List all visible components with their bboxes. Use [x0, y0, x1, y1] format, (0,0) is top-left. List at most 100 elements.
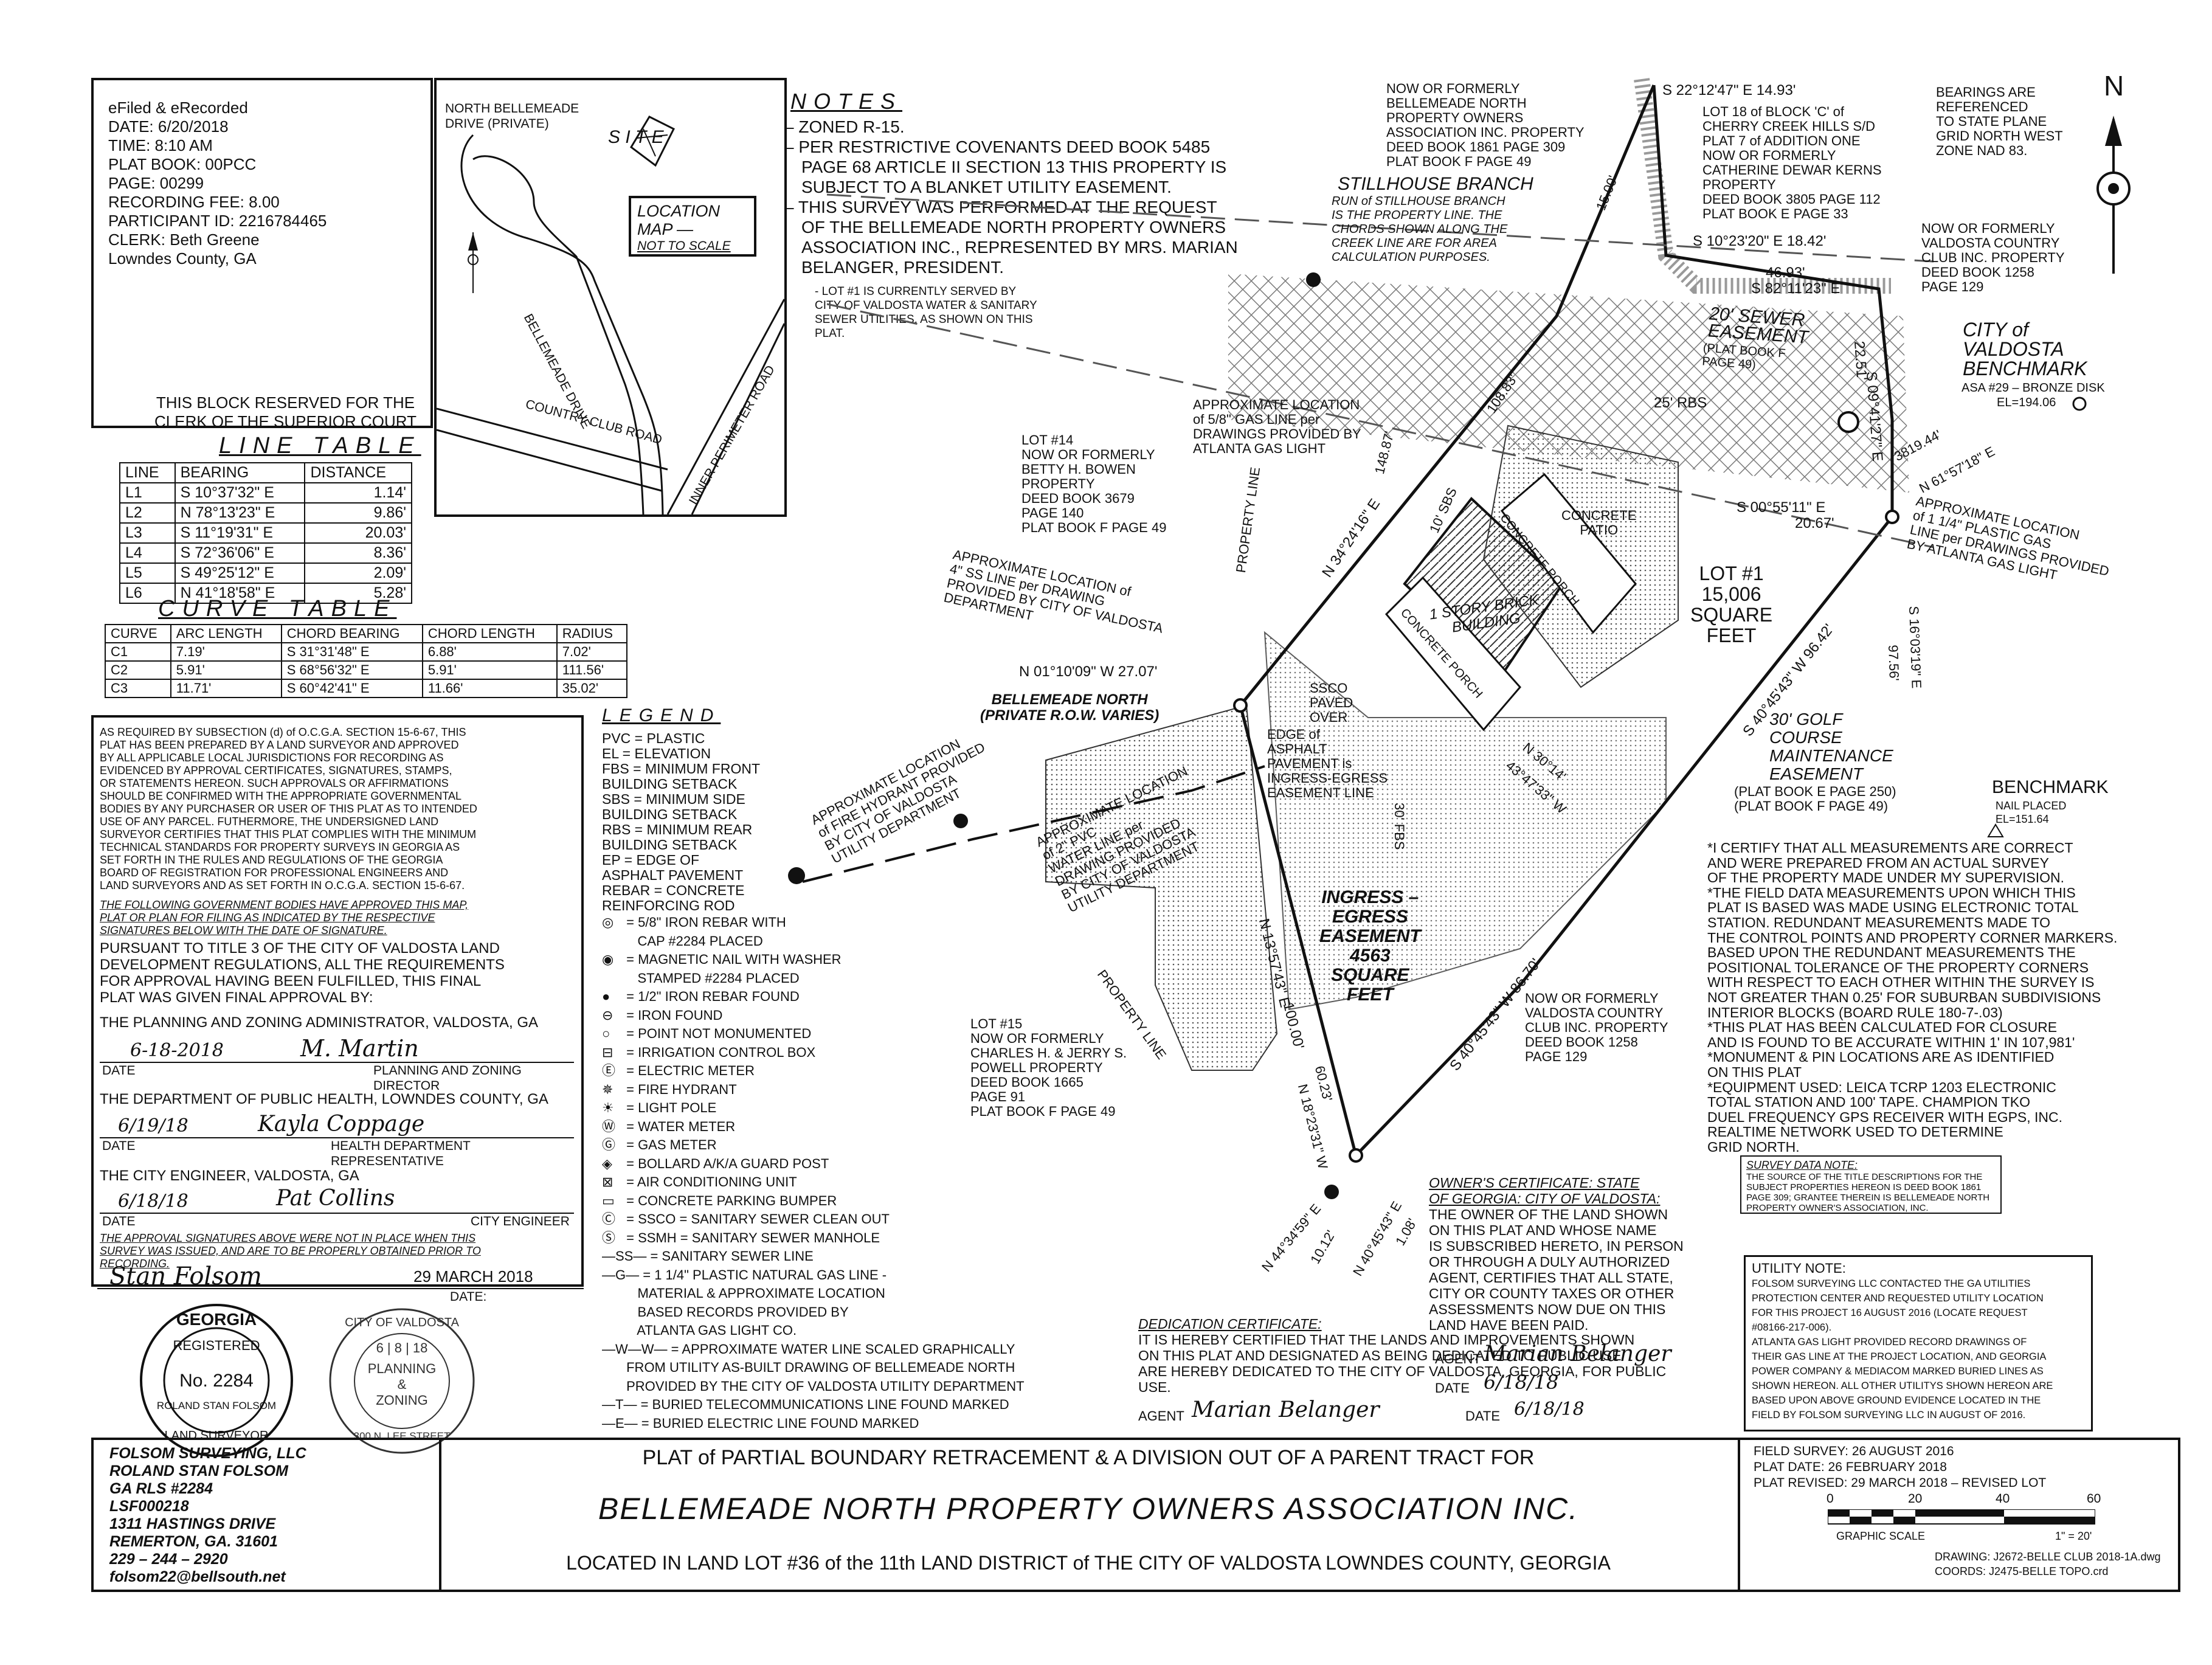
bodies-line: THE FOLLOWING GOVERNMENT BODIES HAVE APP… — [100, 899, 469, 911]
iron-found-marker — [1233, 698, 1248, 713]
legend-symbol-row: ✵ = FIRE HYDRANT — [602, 1081, 1025, 1099]
legend-symbol-row: Ⓦ = WATER METER — [602, 1118, 1025, 1137]
statement-line: LAND SURVEYORS AND AS SET FORTH IN O.C.G… — [100, 879, 465, 891]
legend-symbol-text: = SANITARY SEWER LINE — [646, 1248, 814, 1264]
signature-line — [100, 1062, 574, 1063]
legend-symbol-text: PROVIDED BY THE CITY OF VALDOSTA UTILITY… — [623, 1378, 1025, 1394]
text-line: REFERENCED — [1936, 99, 2028, 114]
survey-statement: AS REQUIRED BY SUBSECTION (d) of O.C.G.A… — [100, 726, 477, 892]
statement-line: EVIDENCED BY APPROVAL CERTIFICATES, SIGN… — [100, 764, 452, 777]
table-cell: 2.09' — [304, 562, 412, 584]
text-line: ATLANTA GAS LIGHT — [1193, 441, 1326, 456]
recording-line: eFiled & eRecorded — [108, 99, 248, 117]
legend-symbol-row: MATERIAL & APPROXIMATE LOCATION — [602, 1284, 1025, 1303]
text-line: APPROXIMATE LOCATION — [1193, 397, 1360, 412]
health-title: HEALTH DEPARTMENT REPRESENTATIVE — [331, 1139, 471, 1168]
legend-symbol-icon: Ⓖ — [602, 1137, 616, 1152]
utility-line: SHOWN HEREON. ALL OTHER UTILITYS SHOWN H… — [1752, 1380, 2053, 1391]
table-cell: C3 — [105, 679, 171, 698]
benchmark-el: EL=194.06 — [1997, 396, 2056, 409]
certify-line: STATION. REDUNDANT MEASUREMENTS MADE TO — [1707, 914, 2050, 930]
legend-symbol-row: ◈ = BOLLARD A/K/A GUARD POST — [602, 1155, 1025, 1174]
gas-line — [826, 303, 1934, 549]
legend-symbol-row: —W—W— = APPROXIMATE WATER LINE SCALED GR… — [602, 1340, 1025, 1359]
owner-date-label: DATE — [1435, 1380, 1470, 1396]
legend-symbol-row: ⊠ = AIR CONDITIONING UNIT — [602, 1173, 1025, 1192]
legend-symbol-row: CAP #2284 PLACED — [602, 932, 1025, 951]
utility-line: FOR THIS PROJECT 16 AUGUST 2016 (LOCATE … — [1752, 1307, 2028, 1318]
owner-line: LAND HAVE BEEN PAID. — [1429, 1317, 1589, 1333]
note-line: SUBJECT TO A BLANKET UTILITY EASEMENT. — [801, 178, 1172, 196]
text-line: PROPERTY — [1021, 476, 1095, 491]
text-line: NOW OR FORMERLY — [1021, 447, 1155, 462]
text-line: LOT #15 — [970, 1016, 1023, 1031]
seal-graphic — [329, 1308, 475, 1454]
table-cell: C2 — [105, 660, 171, 680]
dedication-line: IT IS HEREBY CERTIFIED THAT THE LANDS AN… — [1138, 1332, 1635, 1348]
table-cell: S 60°42'41" E — [280, 679, 423, 698]
certify-line: AND IS FOUND TO BE ACCURATE WITHIN 1' IN… — [1707, 1034, 2075, 1050]
pursuant-statement: PURSUANT TO TITLE 3 OF THE CITY OF VALDO… — [100, 940, 505, 1006]
planning-signature: M. Martin — [300, 1035, 419, 1062]
legend-symbol-icon: ✵ — [602, 1081, 613, 1097]
health-signature: Kayla Coppage — [258, 1112, 425, 1137]
recording-line: TIME: 8:10 AM — [108, 136, 213, 154]
not-in-place-note: THE APPROVAL SIGNATURES ABOVE WERE NOT I… — [100, 1232, 481, 1270]
recording-line: RECORDING FEE: 8.00 — [108, 193, 280, 211]
title-line-1: PLAT of PARTIAL BOUNDARY RETRACEMENT & A… — [642, 1446, 1535, 1469]
owner-line: AGENT, CERTIFIES THAT ALL STATE, — [1429, 1270, 1673, 1286]
text-line: (PLAT BOOK E PAGE 250) — [1734, 784, 1896, 799]
legend-symbol-row: ⊖ = IRON FOUND — [602, 1006, 1025, 1025]
legend-symbol-icon: ◉ — [602, 952, 614, 967]
surveyor-date: 29 MARCH 2018 — [413, 1267, 533, 1286]
text-line: ASPHALT — [1267, 741, 1327, 756]
location-map-title: LOCATION MAP — — [637, 202, 748, 238]
utility-line: THEIR GAS LINE AT THE PROJECT LOCATION, … — [1752, 1351, 2047, 1362]
legend-symbol-text: = BURIED ELECTRIC LINE FOUND MARKED — [637, 1415, 919, 1431]
plat-date: PLAT DATE: 26 FEBRUARY 2018 — [1754, 1460, 1947, 1474]
certify-line: PLAT IS BASED WAS MADE USING ELECTRONIC … — [1707, 899, 2079, 916]
legend-symbol-icon: —SS— — [602, 1248, 647, 1264]
title-line-3: LOCATED IN LAND LOT #36 of the 11th LAND… — [566, 1552, 1611, 1574]
text-line: DEED BOOK 1861 PAGE 309 — [1386, 139, 1566, 154]
certify-line: ON THIS PLAT — [1707, 1064, 1802, 1080]
text-line: PAGE 140 — [1021, 505, 1084, 521]
text-line: VALDOSTA COUNTRY — [1525, 1005, 1664, 1020]
text-line: SSCO — [1310, 680, 1348, 696]
map-label-line: NORTH BELLEMEADE — [445, 102, 579, 116]
bearing-n0110: N 01°10'09" W 27.07' — [1019, 663, 1158, 680]
certify-line: DUEL FREQUENCY GPS RECEIVER WITH EGPS, I… — [1707, 1109, 2063, 1125]
legend-symbol-row: ☀ = LIGHT POLE — [602, 1099, 1025, 1118]
column-header: RADIUS — [556, 624, 628, 643]
text-line: SQUARE — [1331, 965, 1409, 985]
pursuant-line: PURSUANT TO TITLE 3 OF THE CITY OF VALDO… — [100, 940, 500, 957]
legend-symbol-row: ○ = POINT NOT MONUMENTED — [602, 1025, 1025, 1044]
text-line: CHORDS SHOWN ALONG THE — [1332, 223, 1508, 236]
utility-line: #08166-217-006). — [1752, 1322, 1832, 1333]
owner-line: OR THROUGH A DULY AUTHORIZED — [1429, 1254, 1670, 1270]
signature-line — [100, 1137, 574, 1138]
text-line: CITY of — [1963, 319, 2028, 341]
location-map-title-box: LOCATION MAP — NOT TO SCALE — [629, 196, 756, 257]
date-label: DATE — [102, 1064, 136, 1078]
signature-line — [100, 1213, 574, 1214]
owner-cert-title: OWNER'S CERTIFICATE: STATE — [1429, 1175, 1640, 1191]
not-to-scale: NOT TO SCALE — [637, 239, 731, 253]
survey-line: SUBJECT PROPERTIES HEREON IS DEED BOOK 1… — [1746, 1182, 1982, 1192]
surveyor-date-label: DATE: — [450, 1290, 487, 1304]
recording-line: PAGE: 00299 — [108, 174, 204, 192]
asphalt-pavement — [1045, 704, 1278, 1071]
company-line: 1311 HASTINGS DRIVE — [109, 1515, 276, 1532]
bearing-4693: 46.93' — [1766, 265, 1805, 281]
legend-line: PVC = PLASTIC — [602, 730, 705, 746]
text-line: EASEMENT — [1319, 926, 1421, 946]
legend-symbol-text: = APPROXIMATE WATER LINE SCALED GRAPHICA… — [667, 1341, 1015, 1357]
legend-symbol-icon: Ⓦ — [602, 1118, 616, 1134]
legend-symbol-text: = 1/2" IRON REBAR FOUND — [623, 989, 800, 1004]
column-header: ARC LENGTH — [170, 624, 282, 643]
legend-symbol-icon: —E— — [602, 1415, 638, 1431]
legend-symbol-row: —E— = BURIED ELECTRIC LINE FOUND MARKED — [602, 1414, 1025, 1433]
